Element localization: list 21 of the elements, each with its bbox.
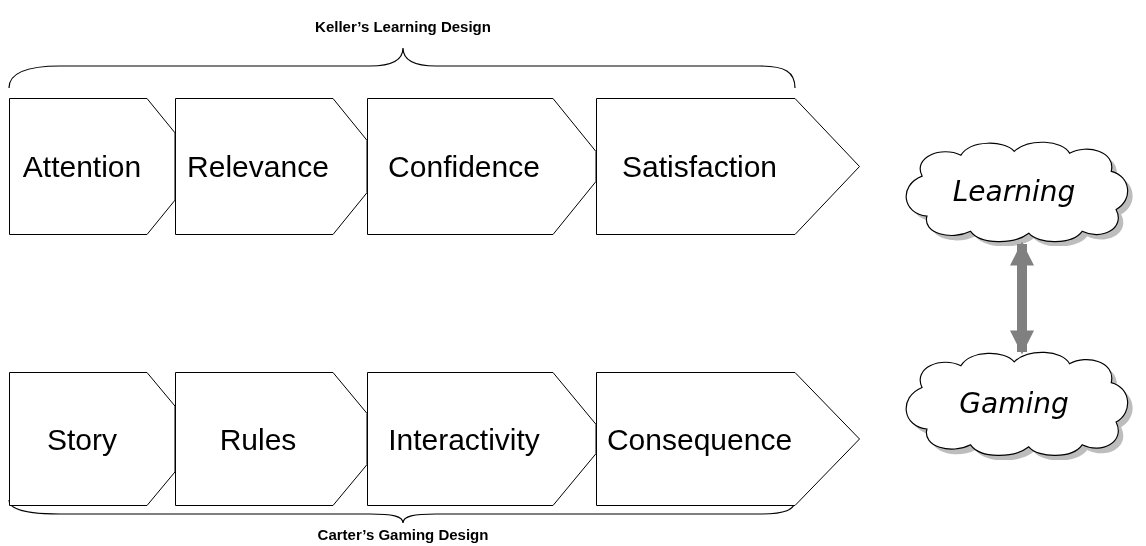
chevron-step: [175, 372, 367, 506]
chevron-step: [9, 372, 175, 506]
chevron-step: [367, 98, 596, 235]
cloud-label: Learning: [952, 174, 1076, 210]
step-label: Satisfaction: [621, 149, 778, 185]
step-label: Consequence: [606, 421, 793, 458]
chevron-step: [9, 98, 175, 235]
chevron-step: [367, 372, 596, 506]
step-label: Confidence: [388, 149, 540, 185]
group-heading: Keller’s Learning Design: [314, 17, 492, 37]
step-label: Rules: [219, 421, 297, 458]
cloud-label: Gaming: [959, 386, 1069, 422]
chevron-step: [596, 98, 860, 235]
step-label: Attention: [22, 149, 142, 185]
chevron-step: [175, 98, 367, 235]
step-label: Story: [47, 421, 117, 458]
group-heading: Carter’s Gaming Design: [316, 525, 490, 545]
double-arrow: [1010, 241, 1034, 355]
chevron-step: [596, 372, 860, 506]
step-label: Interactivity: [388, 421, 540, 458]
step-label: Relevance: [187, 149, 329, 185]
